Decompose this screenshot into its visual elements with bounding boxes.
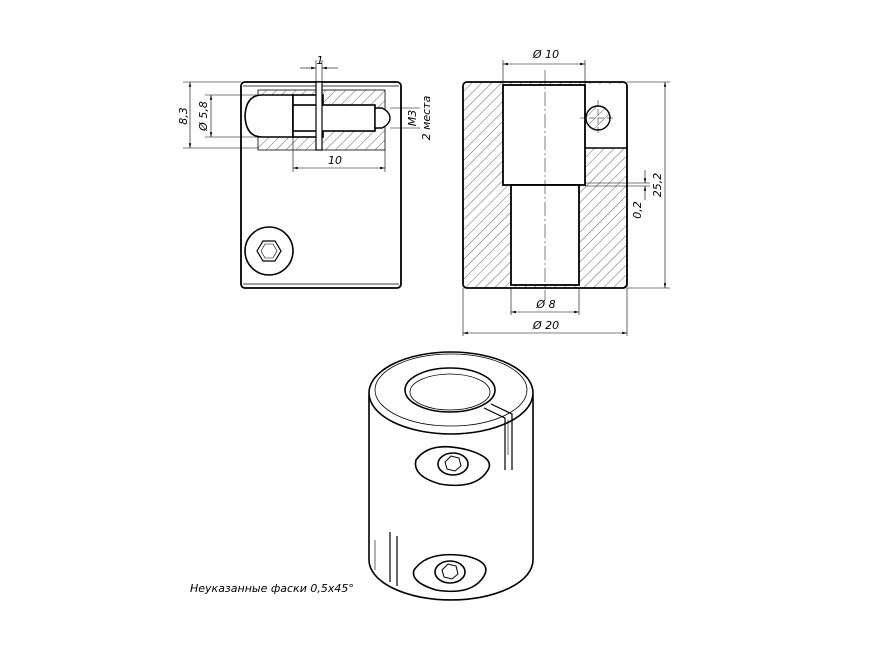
chamfer-note: Неуказанные фаски 0,5x45° — [190, 582, 354, 595]
dim-thread: M3 — [406, 110, 419, 127]
screw-head — [244, 94, 294, 138]
dim-thread-count: 2 места — [420, 95, 433, 140]
isometric-view — [368, 351, 534, 601]
cylinder-body — [368, 395, 534, 601]
hex-socket-icon — [441, 563, 459, 580]
screw-recess-upper — [414, 445, 491, 487]
dim-length: 10 — [328, 154, 342, 167]
bore-top — [404, 367, 496, 413]
slit — [483, 407, 506, 470]
dim-bottom-bore: Ø 8 — [535, 298, 555, 311]
socket-screw-upper — [437, 452, 469, 476]
dim-height-section: 25,2 — [651, 173, 664, 198]
dim-slot-width: 1 — [317, 54, 324, 67]
upper-bore — [502, 84, 586, 186]
section-view — [462, 60, 670, 336]
top-face — [368, 351, 534, 435]
hex-socket-icon — [256, 240, 282, 262]
dim-top-bore: Ø 10 — [532, 48, 559, 61]
hex-socket-icon — [444, 455, 462, 472]
dim-outer: Ø 20 — [532, 319, 559, 332]
front-view — [183, 60, 420, 289]
slot — [315, 81, 323, 151]
dim-step: 0,2 — [631, 201, 644, 219]
dim-head-diameter: Ø 5,8 — [197, 101, 210, 132]
screw-recess-lower — [412, 553, 487, 593]
socket-screw-lower — [434, 560, 466, 584]
dim-height: 8,3 — [177, 107, 190, 125]
socket-head — [244, 226, 294, 276]
screw-shaft — [292, 104, 376, 132]
